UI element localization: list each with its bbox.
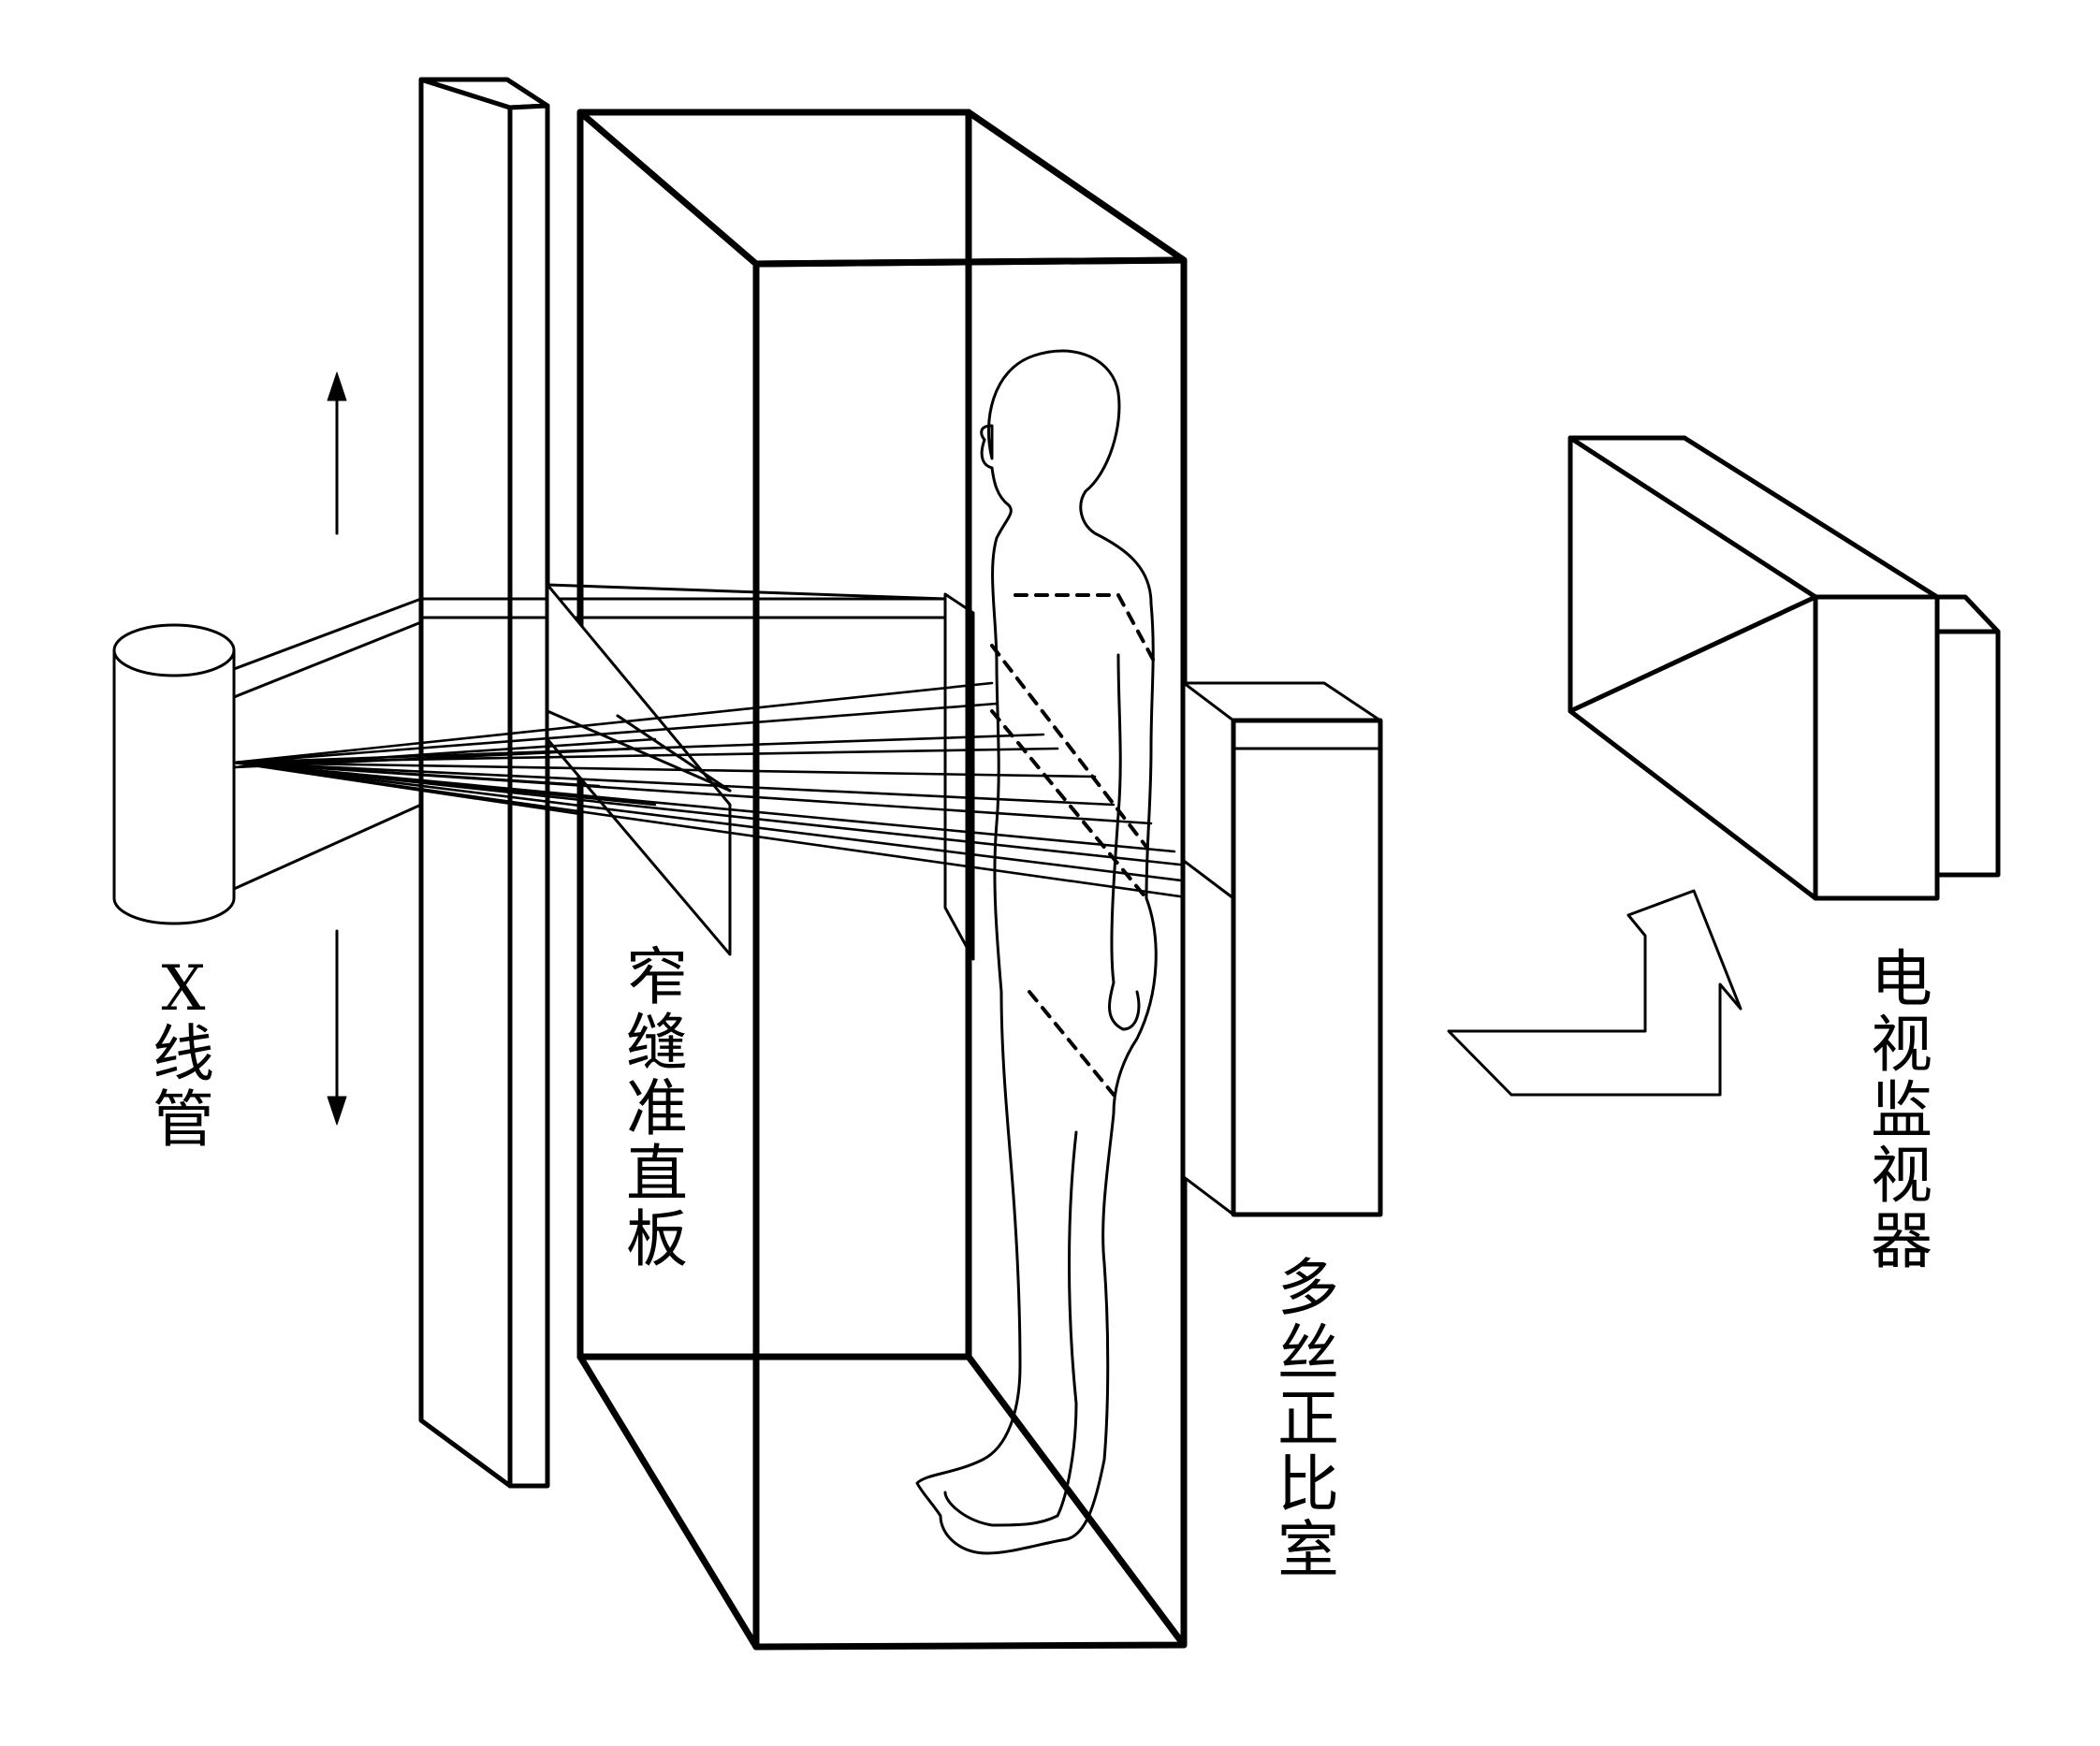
scan-direction-down-arrow	[327, 929, 347, 1126]
vertical-scan-column	[418, 77, 550, 1489]
tv-monitor	[1568, 435, 2001, 901]
signal-transfer-arrow	[1447, 889, 1743, 1097]
xray-tube-label: X 线 管	[153, 953, 214, 1156]
patient-figure	[915, 349, 1158, 1555]
patient-enclosure-frame	[576, 109, 1188, 1651]
tv-monitor-label: 电 视 监 视 器	[1871, 943, 1932, 1277]
multiwire-chamber	[1182, 681, 1383, 1217]
slit-collimator-label: 窄 缝 准 直 板	[626, 941, 688, 1275]
multiwire-chamber-label: 多 丝 正 比 室	[1277, 1252, 1339, 1586]
beam-housing	[232, 583, 947, 891]
xray-fan-rays	[232, 681, 1228, 905]
body-scan-dashed-lines	[990, 593, 1158, 1097]
xray-tube	[112, 623, 236, 925]
detector-slit-panel	[943, 592, 975, 961]
scan-direction-up-arrow	[327, 371, 347, 535]
